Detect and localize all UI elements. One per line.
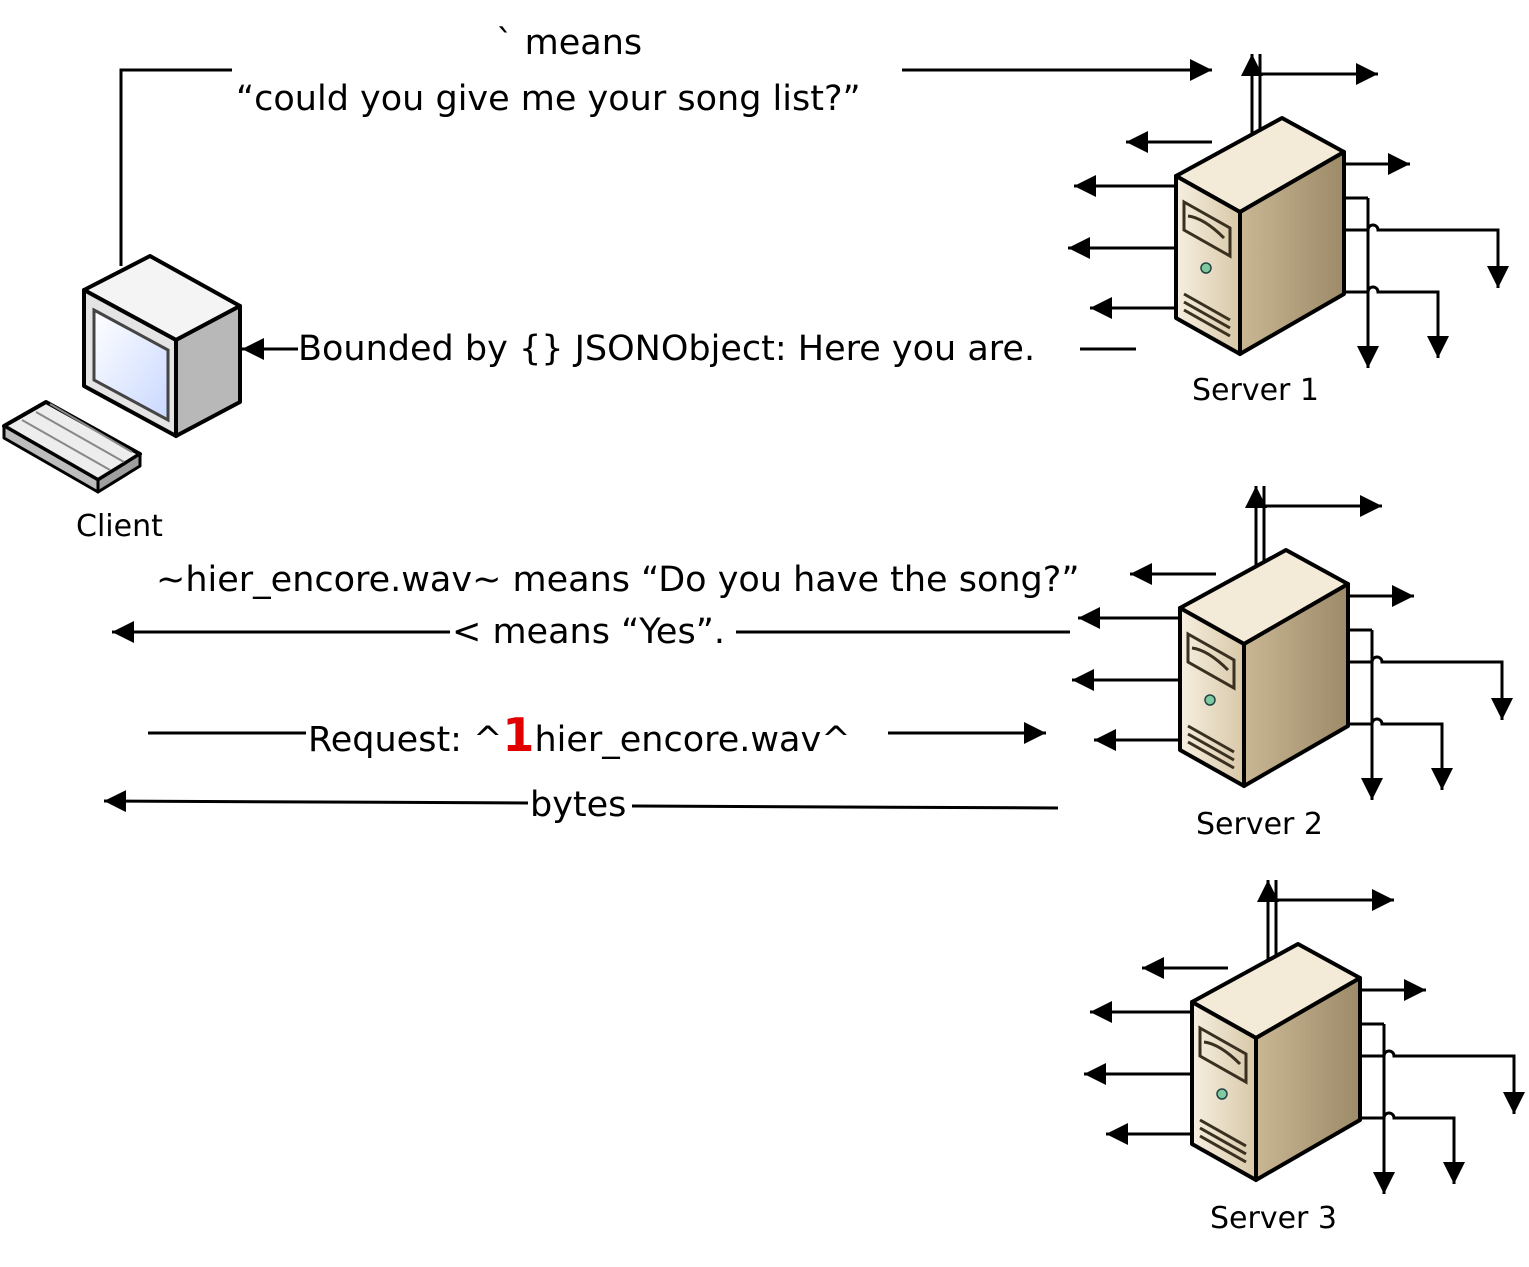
message-bytes-arrow [103,790,1059,813]
server3-label: Server 3 [1210,1201,1338,1236]
message-3-label: ~hier_encore.wav~ means “Do you have the… [156,560,1080,600]
message-5-suffix: hier_encore.wav^ [534,720,851,760]
client-computer-icon [2,254,242,494]
message-5-highlight: 1 [502,708,535,762]
client-label: Client [76,509,163,544]
message-6-label: bytes [530,785,627,825]
message-song-list-request-arrow [119,59,1212,266]
server3-icon [1084,880,1514,1194]
message-4-label: < means “Yes”. [452,612,725,652]
message-5-prefix: Request: ^ [308,720,503,760]
message-2-label: Bounded by {} JSONObject: Here you are. [298,329,1036,369]
message-1-line-2: “could you give me your song list?” [236,79,861,119]
server2-label: Server 2 [1196,807,1324,842]
server2-icon [1072,486,1502,800]
server1-icon [1068,54,1498,368]
message-1-line-1: ` means [496,23,643,63]
message-5-label: Request: ^1hier_encore.wav^ [308,712,851,758]
server1-label: Server 1 [1192,373,1320,408]
